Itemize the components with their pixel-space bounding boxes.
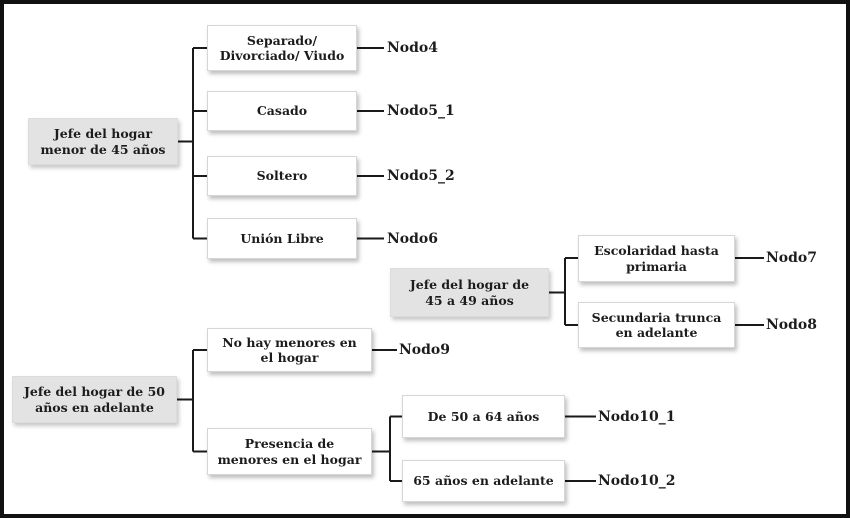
branch-box-secundaria-trunca-label: Secundaria trunca en adelante <box>591 309 722 340</box>
branch-box-no-hay-menores: No hay menores en el hogar <box>207 328 372 372</box>
node-label-nodo6: Nodo6 <box>387 231 439 247</box>
node-label-nodo8: Nodo8 <box>766 317 818 333</box>
branch-box-presencia-menores: Presencia de menores en el hogar <box>207 428 372 475</box>
branch-box-separado-divorciado-viudo-label: Separado/ Divorciado/ Viudo <box>219 32 345 63</box>
root-box-head-50-plus: Jefe del hogar de 50 años en adelante <box>12 376 177 423</box>
root-box-head-50-plus-label: Jefe del hogar de 50 años en adelante <box>24 384 165 415</box>
node-label-nodo5-1: Nodo5_1 <box>387 103 455 119</box>
root-box-head-45-49: Jefe del hogar de 45 a 49 años <box>390 268 549 317</box>
branch-box-de-50-a-64: De 50 a 64 años <box>402 395 565 438</box>
root-box-head-under-45: Jefe del hogar menor de 45 años <box>28 118 178 165</box>
branch-box-secundaria-trunca: Secundaria trunca en adelante <box>578 302 735 348</box>
branch-box-presencia-menores-label: Presencia de menores en el hogar <box>217 436 362 467</box>
root-box-head-under-45-label: Jefe del hogar menor de 45 años <box>40 126 166 157</box>
node-label-nodo9: Nodo9 <box>399 342 451 358</box>
branch-box-union-libre: Unión Libre <box>207 218 357 259</box>
branch-box-casado: Casado <box>207 91 357 131</box>
branch-box-de-50-a-64-label: De 50 a 64 años <box>427 408 540 424</box>
branch-box-escolaridad-primaria: Escolaridad hasta primaria <box>578 235 735 282</box>
branch-box-soltero-label: Soltero <box>256 168 308 184</box>
branch-box-separado-divorciado-viudo: Separado/ Divorciado/ Viudo <box>207 25 357 71</box>
node-label-nodo4: Nodo4 <box>387 40 439 56</box>
branch-box-escolaridad-primaria-label: Escolaridad hasta primaria <box>594 243 719 274</box>
node-label-nodo10-2: Nodo10_2 <box>598 473 676 489</box>
branch-box-65-en-adelante: 65 años en adelante <box>402 460 565 502</box>
root-box-head-45-49-label: Jefe del hogar de 45 a 49 años <box>409 277 530 308</box>
branch-box-casado-label: Casado <box>256 103 308 119</box>
node-label-nodo7: Nodo7 <box>766 250 818 266</box>
branch-box-union-libre-label: Unión Libre <box>240 230 324 246</box>
node-label-nodo10-1: Nodo10_1 <box>598 409 676 425</box>
branch-box-soltero: Soltero <box>207 156 357 196</box>
node-label-nodo5-2: Nodo5_2 <box>387 168 455 184</box>
branch-box-no-hay-menores-label: No hay menores en el hogar <box>222 334 357 365</box>
branch-box-65-en-adelante-label: 65 años en adelante <box>413 473 554 489</box>
